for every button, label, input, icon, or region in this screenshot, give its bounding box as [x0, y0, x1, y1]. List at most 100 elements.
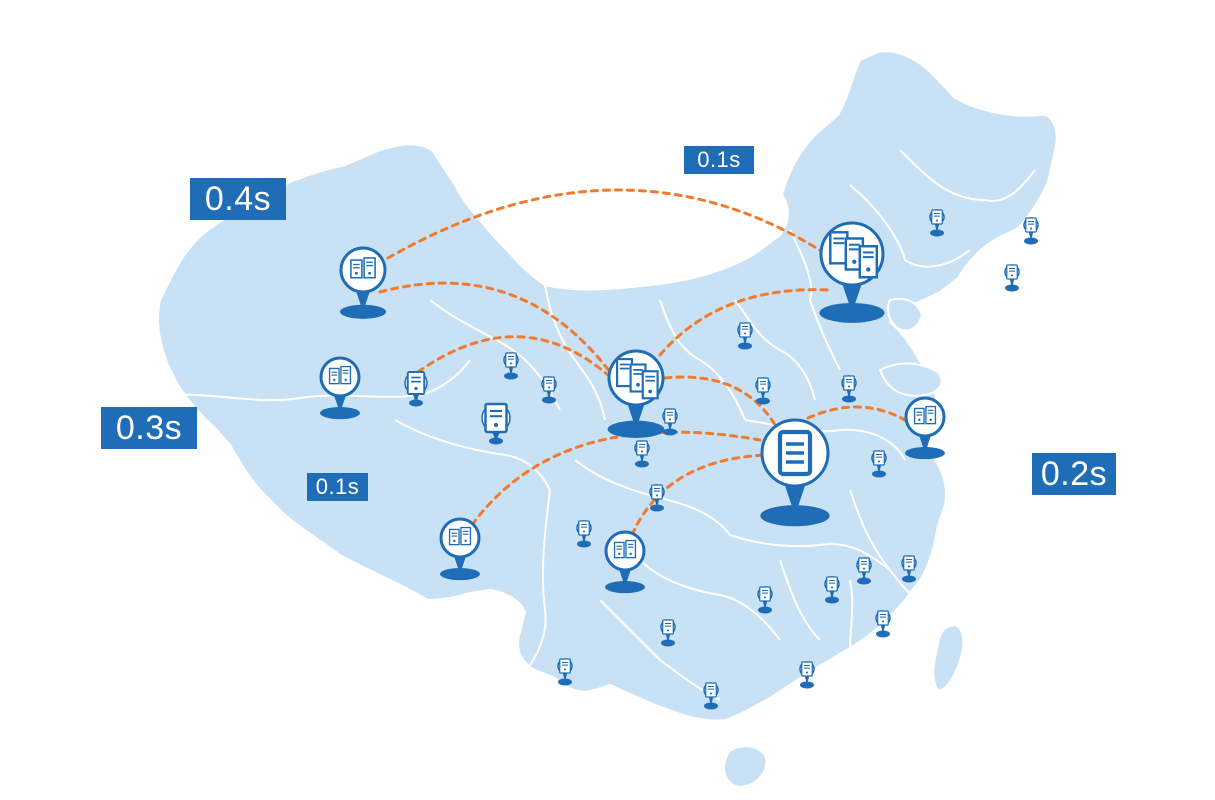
- pin-stem: [562, 671, 568, 682]
- server-pin-small-13[interactable]: [576, 520, 592, 548]
- small-server-icon: [877, 610, 889, 626]
- pin-stem: [639, 453, 645, 464]
- route-chengdu-wuhan: [630, 453, 767, 537]
- small-server-icon: [636, 440, 648, 456]
- pin-stem: [412, 392, 420, 403]
- server-pin-small-7[interactable]: [871, 450, 887, 478]
- small-server-icon: [1006, 264, 1018, 280]
- server-pin-small-1[interactable]: [929, 209, 945, 237]
- pin-head: [339, 246, 387, 294]
- server-pin-small-12[interactable]: [662, 408, 678, 436]
- small-server-icon: [903, 555, 915, 571]
- latency-label: 0.4s: [190, 178, 286, 220]
- server-pin-xinjiang-south[interactable]: [319, 356, 361, 420]
- pin-head: [904, 396, 946, 438]
- small-server-icon: [406, 371, 426, 395]
- latency-label: 0.3s: [101, 407, 197, 449]
- server-pin-beijing[interactable]: [819, 221, 885, 323]
- server-pin-small-20[interactable]: [799, 661, 815, 689]
- route-xinjiang-xian: [378, 281, 612, 374]
- shandong-peninsula: [878, 362, 943, 397]
- pin-head: [319, 356, 361, 398]
- route-qinghai-xian: [416, 335, 610, 377]
- pin-stem: [829, 589, 835, 600]
- small-server-icon: [578, 520, 590, 536]
- latency-label: 0.1s: [307, 473, 368, 501]
- server-pin-small-9[interactable]: [541, 376, 557, 404]
- small-server-icon: [873, 450, 885, 466]
- server-pin-shanghai[interactable]: [904, 396, 946, 460]
- pin-stem: [581, 533, 587, 544]
- pin-stem: [626, 400, 646, 430]
- small-server-icon: [543, 376, 555, 392]
- pin-stem: [760, 390, 766, 401]
- small-server-icon: [858, 557, 870, 573]
- pin-base: [320, 407, 360, 420]
- pin-stem: [333, 393, 347, 414]
- pin-stem: [762, 599, 768, 610]
- small-server-icon: [705, 682, 717, 698]
- pin-stem: [918, 433, 932, 454]
- pin-stem: [708, 695, 714, 706]
- server-pin-qinghai-north[interactable]: [404, 371, 428, 407]
- liaodong-peninsula: [886, 297, 924, 332]
- pin-head: [439, 517, 481, 559]
- pin-stem: [508, 365, 514, 376]
- server-pin-small-15[interactable]: [757, 586, 773, 614]
- server-pin-small-8[interactable]: [503, 352, 519, 380]
- small-server-icon: [1025, 217, 1037, 233]
- pin-stem: [654, 497, 660, 508]
- pin-stem: [546, 389, 552, 400]
- small-server-icon: [559, 658, 571, 674]
- small-server-icon: [801, 661, 813, 677]
- pin-stem: [1028, 230, 1034, 241]
- server-pin-xian[interactable]: [607, 349, 665, 438]
- pin-stem: [783, 481, 807, 516]
- server-pin-small-10[interactable]: [634, 440, 650, 468]
- small-server-icon: [759, 586, 771, 602]
- small-server-icon: [651, 484, 663, 500]
- small-server-icon: [826, 576, 838, 592]
- small-server-icon: [739, 322, 751, 338]
- pin-stem: [861, 570, 867, 581]
- pin-stem: [665, 632, 671, 643]
- small-server-icon: [662, 619, 674, 635]
- server-pin-small-2[interactable]: [1023, 217, 1039, 245]
- route-beijing-xian: [658, 288, 832, 357]
- server-pin-small-11[interactable]: [649, 484, 665, 512]
- server-pin-small-21[interactable]: [703, 682, 719, 710]
- pin-stem: [355, 288, 371, 312]
- route-xian-wuhan: [663, 375, 780, 432]
- server-pin-small-16[interactable]: [824, 576, 840, 604]
- server-pin-small-14[interactable]: [660, 619, 676, 647]
- small-server-icon: [505, 352, 517, 368]
- pin-stem: [453, 554, 467, 575]
- taiwan-island: [934, 626, 963, 690]
- server-pin-qinghai[interactable]: [481, 402, 511, 445]
- pin-stem: [841, 280, 863, 313]
- server-pin-xinjiang-north[interactable]: [339, 246, 387, 319]
- route-tibet-wuhan: [470, 430, 762, 527]
- latency-label: 0.2s: [1032, 453, 1116, 495]
- pin-base: [905, 447, 945, 460]
- server-pin-small-17[interactable]: [856, 557, 872, 585]
- small-server-icon: [931, 209, 943, 225]
- server-pin-small-5[interactable]: [755, 377, 771, 405]
- server-pin-tibet[interactable]: [439, 517, 481, 581]
- hainan-island: [725, 747, 766, 786]
- server-pin-small-22[interactable]: [557, 658, 573, 686]
- server-pin-small-19[interactable]: [875, 610, 891, 638]
- route-wuhan-shanghai: [806, 405, 907, 422]
- small-server-icon: [664, 408, 676, 424]
- server-pin-small-4[interactable]: [737, 322, 753, 350]
- small-server-icon: [843, 375, 855, 391]
- server-pin-wuhan[interactable]: [760, 418, 830, 527]
- pin-stem: [618, 567, 632, 588]
- server-pin-small-6[interactable]: [841, 375, 857, 403]
- pin-head: [604, 530, 646, 572]
- pin-stem: [880, 623, 886, 634]
- server-pin-small-18[interactable]: [901, 555, 917, 583]
- server-pin-small-3[interactable]: [1004, 264, 1020, 292]
- server-pin-chengdu[interactable]: [604, 530, 646, 594]
